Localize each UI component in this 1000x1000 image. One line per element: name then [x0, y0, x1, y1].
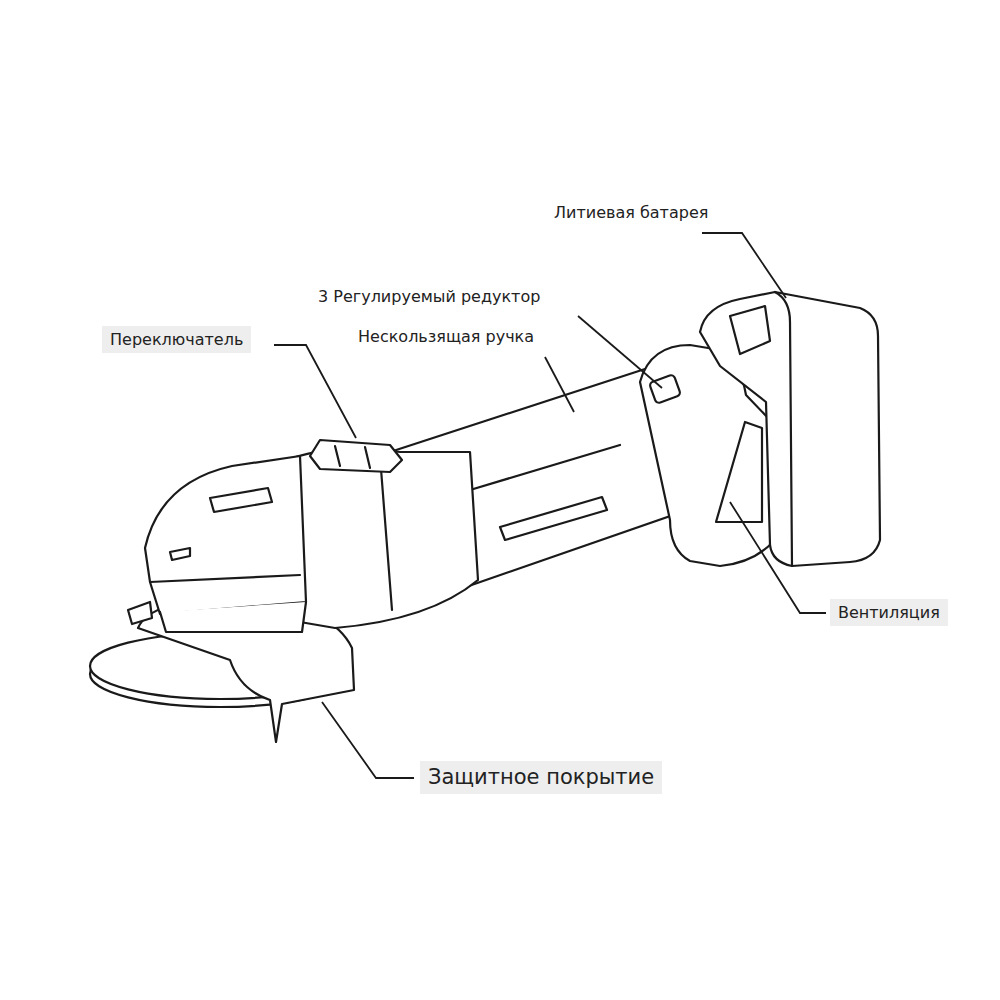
- head-vent: [210, 488, 272, 512]
- part-label: 3 Регулируемый редуктор: [310, 283, 548, 310]
- speed-button: [649, 374, 681, 404]
- switch-detail: [335, 446, 370, 468]
- part-label: Нескользящая ручка: [350, 323, 542, 350]
- head-mark: [170, 548, 190, 560]
- grip-detail: [500, 497, 607, 540]
- spindle-collar: [160, 602, 306, 632]
- battery-pack: [700, 292, 880, 566]
- leader-line: [322, 702, 414, 778]
- ventilation-slot: [716, 422, 762, 522]
- leader-lines: [274, 233, 826, 778]
- leader-line: [730, 502, 826, 613]
- guard-clamp: [128, 602, 152, 624]
- head-line: [150, 575, 300, 582]
- leader-line: [274, 345, 356, 438]
- handle-line: [470, 445, 620, 490]
- motor-housing: [282, 449, 478, 628]
- part-label: Защитное покрытие: [420, 761, 662, 794]
- leader-line: [702, 233, 786, 298]
- battery-edge: [775, 292, 792, 566]
- part-label: Литиевая батарея: [546, 199, 716, 226]
- part-label: Вентиляция: [830, 599, 948, 626]
- leader-line: [545, 357, 574, 412]
- gear-head: [145, 456, 306, 614]
- part-label: Переключатель: [102, 326, 251, 353]
- leader-line: [578, 316, 662, 388]
- housing-seam: [380, 456, 392, 610]
- switch: [310, 440, 402, 472]
- battery-button: [730, 306, 770, 354]
